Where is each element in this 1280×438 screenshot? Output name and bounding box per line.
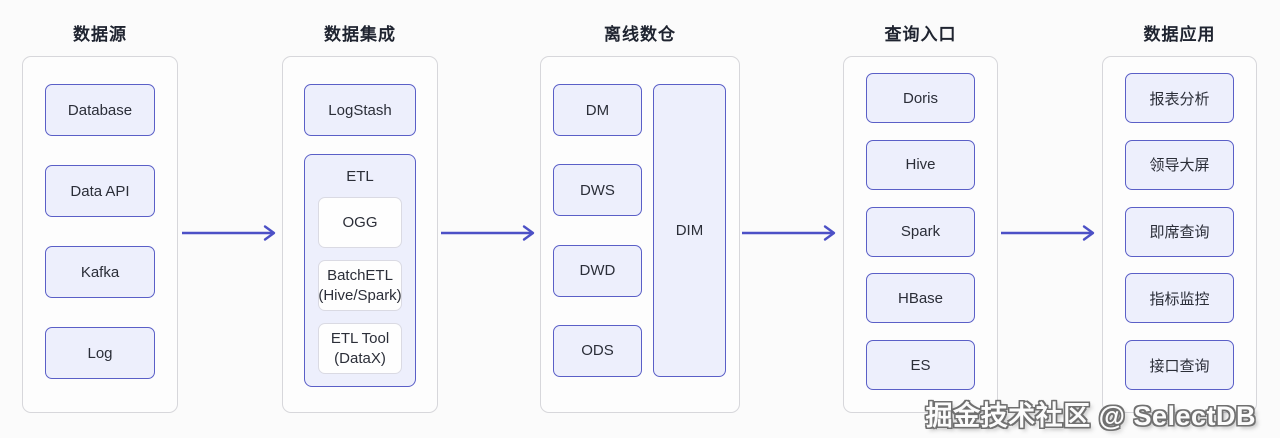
column-data-applications: 数据应用 报表分析 领导大屏 即席查询 指标监控 接口查询 (1102, 0, 1257, 413)
column-panel: 报表分析 领导大屏 即席查询 指标监控 接口查询 (1102, 56, 1257, 413)
node-ogg: OGG (318, 197, 402, 248)
node-log: Log (45, 327, 155, 379)
node-adhoc-query: 即席查询 (1125, 206, 1234, 257)
warehouse-layer-stack: DM DWS DWD ODS (553, 84, 642, 377)
node-dwd: DWD (553, 244, 642, 297)
flow-arrow-1 (182, 225, 276, 241)
column-panel: Doris Hive Spark HBase ES (843, 56, 998, 413)
column-panel: Database Data API Kafka Log (22, 56, 178, 413)
watermark-text: 掘金技术社区 @ SelectDB (925, 401, 1256, 431)
node-kafka: Kafka (45, 246, 155, 298)
node-line: ETL Tool (330, 329, 390, 347)
node-doris: Doris (866, 73, 975, 123)
node-line: BatchETL (327, 266, 393, 284)
node-dim: DIM (652, 84, 726, 377)
node-line: (Hive/Spark) (318, 286, 402, 304)
flow-arrow-4 (1001, 225, 1095, 241)
group-etl-label: ETL (346, 167, 374, 185)
group-etl: ETL OGG BatchETL (Hive/Spark) ETL Tool (… (304, 154, 416, 387)
column-data-sources: 数据源 Database Data API Kafka Log (22, 0, 178, 413)
node-batchetl: BatchETL (Hive/Spark) (318, 260, 402, 311)
column-panel: LogStash ETL OGG BatchETL (Hive/Spark) E… (282, 56, 438, 413)
flow-arrow-3 (742, 225, 836, 241)
node-metric-monitor: 指标监控 (1125, 273, 1234, 324)
column-offline-warehouse: 离线数仓 DM DWS DWD ODS DIM (540, 0, 740, 413)
flow-arrow-2 (441, 225, 535, 241)
node-logstash: LogStash (304, 84, 416, 136)
node-api-query: 接口查询 (1125, 340, 1234, 390)
column-title: 查询入口 (884, 24, 957, 44)
column-title: 数据集成 (324, 24, 396, 44)
node-leader-dashboard: 领导大屏 (1125, 139, 1234, 190)
column-title: 离线数仓 (604, 24, 676, 44)
node-es: ES (866, 340, 975, 390)
node-report-analysis: 报表分析 (1125, 73, 1234, 123)
node-dm: DM (553, 84, 642, 136)
node-spark: Spark (866, 206, 975, 257)
column-title: 数据应用 (1143, 24, 1216, 44)
node-data-api: Data API (45, 165, 155, 217)
column-data-integration: 数据集成 LogStash ETL OGG BatchETL (Hive/Spa… (282, 0, 438, 413)
node-database: Database (45, 84, 155, 136)
column-query-entries: 查询入口 Doris Hive Spark HBase ES (843, 0, 998, 413)
node-line: (DataX) (334, 349, 386, 367)
column-panel: DM DWS DWD ODS DIM (540, 56, 740, 413)
node-dws: DWS (553, 164, 642, 217)
column-title: 数据源 (73, 24, 127, 44)
node-ods: ODS (553, 324, 642, 377)
node-hbase: HBase (866, 273, 975, 324)
node-etl-tool: ETL Tool (DataX) (318, 323, 402, 374)
node-line: OGG (342, 213, 378, 231)
node-hive: Hive (866, 139, 975, 190)
